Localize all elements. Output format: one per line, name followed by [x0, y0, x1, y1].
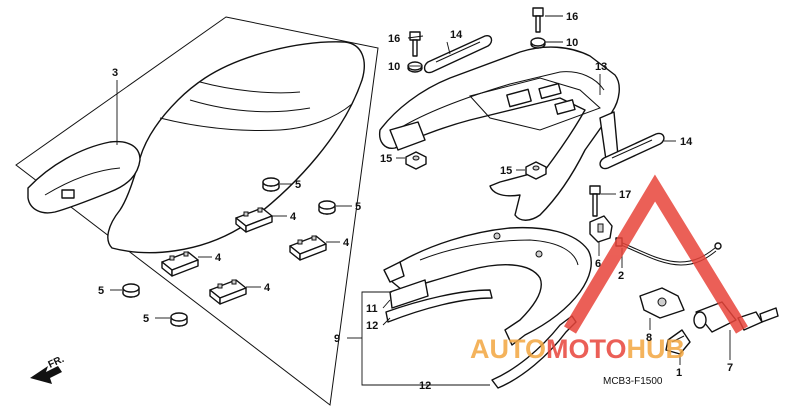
carrier-deck — [469, 77, 601, 131]
callout-12: 12 — [419, 380, 431, 392]
seat-seam-front — [199, 81, 301, 94]
callout-13: 13 — [595, 61, 607, 73]
rubber-foot-1 — [262, 177, 280, 192]
callout-16: 16 — [566, 11, 578, 23]
callout-9: 9 — [334, 333, 340, 345]
lock-cover-1 — [665, 329, 691, 355]
cushion-rubber-1 — [235, 207, 273, 233]
bolt-16-right — [532, 7, 544, 33]
lock-bracket-8 — [639, 287, 685, 319]
carrier-front-mount — [389, 121, 426, 151]
grab-rubber-right — [599, 132, 665, 170]
callout-15: 15 — [500, 165, 512, 177]
cowl-hole-1 — [493, 232, 501, 240]
callout-17: 17 — [619, 189, 631, 201]
seal-strip-12-upper — [385, 289, 493, 323]
rubber-foot-2 — [318, 200, 336, 215]
callout-5: 5 — [295, 179, 301, 191]
washer-10-left — [407, 61, 423, 73]
callout-15: 15 — [380, 153, 392, 165]
callout-16: 16 — [388, 33, 400, 45]
callout-5: 5 — [355, 201, 361, 213]
callout-8: 8 — [646, 332, 652, 344]
nut-15-right — [525, 161, 547, 180]
seat-base-cowl — [27, 140, 141, 214]
carrier-slot-3 — [554, 99, 576, 115]
carrier-slot-1 — [506, 88, 532, 108]
callout-1: 1 — [676, 367, 682, 379]
leader-12a — [382, 317, 391, 326]
watermark-text: AUTOMOTOHUB — [470, 334, 685, 364]
nut-15-left — [405, 151, 427, 170]
seat-assembly-group — [15, 16, 379, 406]
cowl-inner-line — [44, 167, 121, 196]
callout-10: 10 — [388, 61, 400, 73]
seat — [107, 41, 365, 254]
watermark-logo: AUTOMOTOHUB — [470, 174, 748, 364]
seat-catch-bracket-6 — [589, 215, 613, 243]
seat-seam-rear — [159, 103, 353, 131]
seat-seam-mid — [189, 99, 311, 113]
callout-4: 4 — [264, 282, 271, 294]
callout-4: 4 — [290, 211, 297, 223]
carrier-rail-inner — [399, 71, 605, 129]
rubber-foot-3 — [122, 283, 140, 298]
callout-12: 12 — [366, 320, 378, 332]
seat-group-frame — [15, 16, 379, 406]
callout-10: 10 — [566, 37, 578, 49]
rubber-foot-4 — [170, 312, 188, 327]
rear-cowl — [389, 226, 592, 346]
bolt-16-left — [409, 31, 421, 57]
carrier-slot-2 — [538, 82, 562, 100]
washer-10-right — [530, 37, 546, 49]
front-direction-indicator: FR. — [30, 354, 66, 384]
callout-7: 7 — [727, 362, 733, 374]
callout-2: 2 — [618, 270, 624, 282]
cowl-top-edge — [419, 239, 579, 266]
leader-11 — [382, 299, 391, 309]
callout-6: 6 — [595, 258, 601, 270]
cushion-rubber-2 — [161, 251, 199, 277]
callout-14: 14 — [450, 29, 463, 41]
callout-4: 4 — [343, 237, 350, 249]
bolt-17 — [589, 185, 601, 217]
seal-strip-11 — [389, 279, 429, 309]
cowl-front-tab — [383, 261, 405, 283]
drawing-code: MCB3-F1500 — [603, 376, 663, 387]
leader-16a — [407, 35, 424, 39]
callout-numbers: 3 5 5 4 4 4 4 5 5 14 16 10 16 10 13 14 1… — [98, 11, 733, 392]
grab-rubber-left — [423, 34, 493, 74]
cushion-rubber-4 — [209, 279, 247, 305]
callout-14: 14 — [680, 136, 693, 148]
leader-14a — [446, 41, 451, 55]
callout-5: 5 — [143, 313, 149, 325]
front-arrow-icon — [30, 366, 62, 384]
callout-4: 4 — [215, 252, 222, 264]
cowl-clip — [61, 189, 75, 199]
cushion-rubber-3 — [289, 235, 327, 261]
callout-5: 5 — [98, 285, 104, 297]
cowl-hole-2 — [535, 250, 543, 258]
leader-bracket-9 — [361, 291, 490, 386]
callout-11: 11 — [366, 303, 378, 315]
watermark-triangle — [563, 174, 748, 334]
front-label: FR. — [47, 354, 66, 371]
rear-carrier-group — [378, 7, 676, 221]
rear-cowl-group — [347, 215, 779, 389]
callout-3: 3 — [112, 67, 118, 79]
